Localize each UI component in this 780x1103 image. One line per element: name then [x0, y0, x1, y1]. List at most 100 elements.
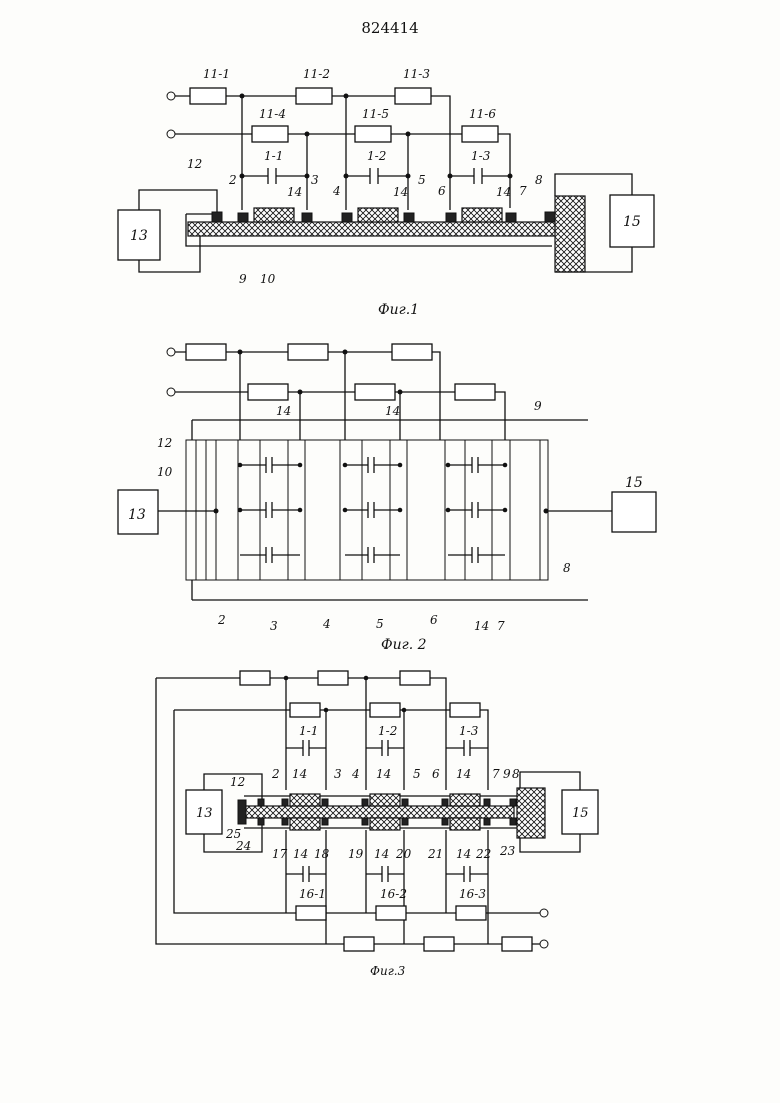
label-1-2: 1-2 [378, 724, 397, 738]
label-24: 24 [235, 839, 251, 853]
resistor-11-3 [395, 88, 431, 104]
label-5: 5 [413, 767, 421, 781]
label-11-3: 11-3 [403, 67, 430, 81]
label-4: 4 [351, 767, 360, 781]
label-7: 7 [497, 619, 505, 633]
electrode-25 [238, 800, 246, 824]
label-16-3: 16-3 [459, 887, 486, 901]
label-1-3: 1-3 [459, 724, 479, 738]
label-8: 8 [512, 767, 520, 781]
layer-14-a [254, 208, 294, 222]
input-terminal-1 [167, 92, 175, 100]
label-19: 19 [348, 847, 364, 861]
label-9: 9 [534, 399, 542, 413]
label-14: 14 [292, 767, 307, 781]
label-17: 17 [272, 847, 288, 861]
label-1-2: 1-2 [367, 149, 386, 163]
electrode-12 [212, 212, 222, 222]
label-14: 14 [376, 767, 391, 781]
label-2: 2 [228, 173, 237, 187]
label-20: 20 [395, 847, 412, 861]
label-13: 13 [130, 228, 148, 244]
label-15: 15 [625, 475, 643, 491]
label-14: 14 [496, 185, 511, 199]
label-14: 14 [385, 404, 400, 418]
label-14: 14 [474, 619, 489, 633]
label-2: 2 [271, 767, 280, 781]
label-16-1: 16-1 [299, 887, 326, 901]
figure-3-caption: Фиг.3 [370, 964, 406, 978]
label-8: 8 [535, 173, 543, 187]
label-12: 12 [187, 157, 202, 171]
label-12: 12 [230, 775, 245, 789]
label-14: 14 [276, 404, 291, 418]
label-5: 5 [376, 617, 384, 631]
label-11-1: 11-1 [203, 67, 230, 81]
figure-2-caption: Фиг. 2 [381, 637, 427, 653]
document-number: 824414 [361, 19, 418, 37]
label-14: 14 [293, 847, 308, 861]
label-11-6: 11-6 [469, 107, 496, 121]
label-7: 7 [492, 767, 500, 781]
input-terminal-2 [167, 130, 175, 138]
output-terminal-1 [540, 909, 548, 917]
label-14: 14 [456, 847, 471, 861]
label-14: 14 [456, 767, 471, 781]
label-14: 14 [393, 185, 408, 199]
label-7: 7 [519, 184, 527, 198]
layer-14-c [462, 208, 502, 222]
figure-1-caption: Фиг.1 [378, 302, 419, 318]
label-15: 15 [572, 806, 589, 821]
resistor-11-5 [355, 126, 391, 142]
label-22: 22 [475, 847, 491, 861]
label-10: 10 [260, 272, 276, 286]
label-1-1: 1-1 [299, 724, 318, 738]
label-6: 6 [438, 184, 446, 198]
label-10: 10 [157, 465, 173, 479]
resistor-11-4 [252, 126, 288, 142]
label-2: 2 [217, 613, 226, 627]
label-18: 18 [314, 847, 330, 861]
label-11-4: 11-4 [259, 107, 286, 121]
label-3: 3 [270, 619, 278, 633]
label-1-1: 1-1 [264, 149, 283, 163]
label-4: 4 [322, 617, 331, 631]
label-3: 3 [334, 767, 342, 781]
absorber [555, 196, 585, 272]
electrode-8 [545, 212, 555, 222]
label-11-5: 11-5 [362, 107, 389, 121]
figure-2: 14 14 9 12 10 2 3 4 5 6 14 7 8 13 15 Фиг… [118, 344, 656, 653]
absorber-fig3 [517, 788, 545, 838]
label-6: 6 [430, 613, 438, 627]
label-21: 21 [427, 847, 443, 861]
label-11-2: 11-2 [303, 67, 330, 81]
label-25: 25 [225, 827, 241, 841]
label-4: 4 [332, 184, 341, 198]
label-3: 3 [311, 173, 319, 187]
layer-14-b [358, 208, 398, 222]
block-15-fig2 [612, 492, 656, 532]
label-6: 6 [432, 767, 440, 781]
piezo-substrate-fig3 [244, 806, 514, 818]
label-12: 12 [157, 436, 172, 450]
label-13: 13 [128, 507, 146, 523]
figure-3: 1-1 1-2 1-3 16-1 16-2 16-3 2 3 4 5 6 7 9… [156, 671, 598, 978]
label-8: 8 [563, 561, 571, 575]
label-15: 15 [623, 214, 641, 230]
label-9: 9 [503, 767, 511, 781]
label-16-2: 16-2 [380, 887, 407, 901]
label-13: 13 [196, 806, 213, 821]
output-terminal-2 [540, 940, 548, 948]
label-1-3: 1-3 [471, 149, 491, 163]
resistor-11-1 [190, 88, 226, 104]
label-5: 5 [418, 173, 426, 187]
label-14: 14 [374, 847, 389, 861]
label-14: 14 [287, 185, 302, 199]
label-9: 9 [239, 272, 247, 286]
label-23: 23 [499, 844, 516, 858]
resistor-11-6 [462, 126, 498, 142]
piezo-substrate [188, 222, 558, 236]
resistor-11-2 [296, 88, 332, 104]
